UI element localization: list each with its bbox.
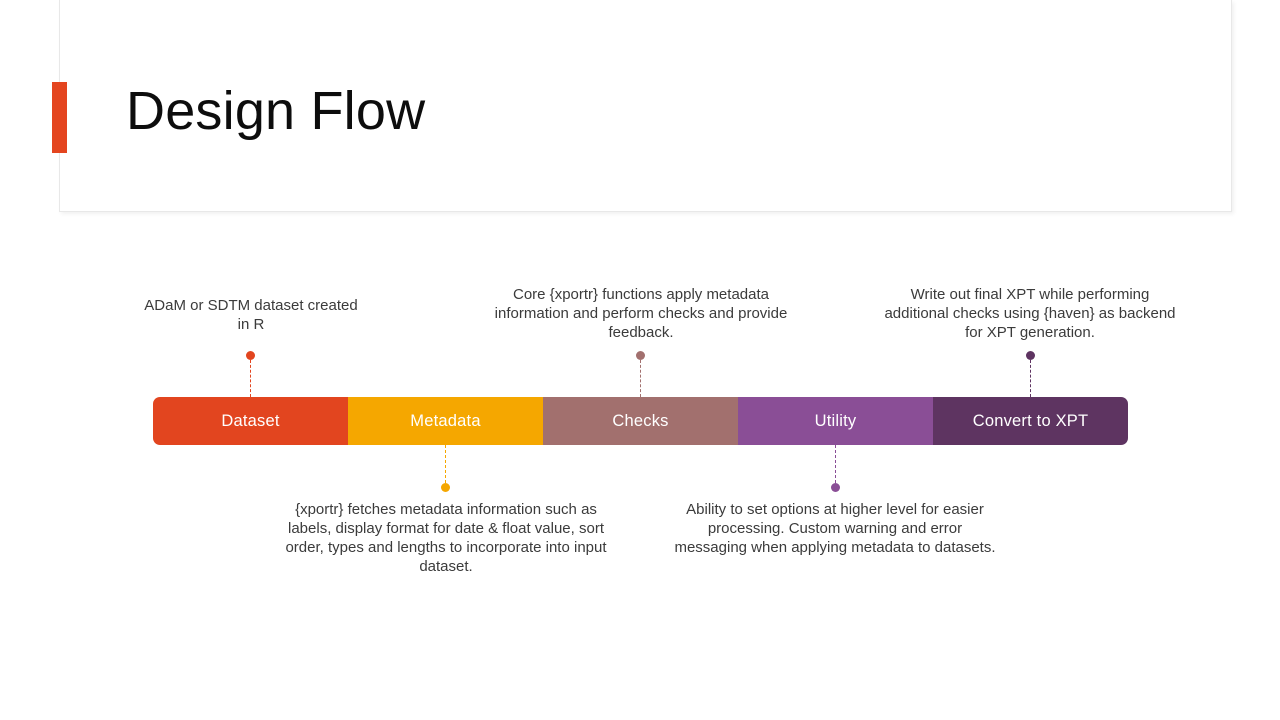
callout-convert: Write out final XPT while performing add… <box>884 286 1176 342</box>
connector-stem-dataset <box>250 360 251 397</box>
connector-dot-convert <box>1026 351 1035 360</box>
callout-metadata: {xportr} fetches metadata information su… <box>285 501 607 576</box>
connector-dataset <box>246 351 255 397</box>
connector-dot-metadata <box>441 483 450 492</box>
flow-segment-label: Utility <box>814 411 857 430</box>
flow-segment-label: Metadata <box>410 411 481 430</box>
connector-stem-checks <box>640 360 641 397</box>
connector-stem-convert <box>1030 360 1031 397</box>
connector-dot-utility <box>831 483 840 492</box>
flow-segment-dataset[interactable]: Dataset <box>153 397 348 445</box>
flow-segment-utility[interactable]: Utility <box>738 397 933 445</box>
connector-stem-utility <box>835 445 836 483</box>
connector-utility <box>831 445 840 492</box>
connector-dot-checks <box>636 351 645 360</box>
callout-utility: Ability to set options at higher level f… <box>674 501 996 557</box>
callout-dataset: ADaM or SDTM dataset created in R <box>144 297 358 334</box>
flow-segment-label: Convert to XPT <box>972 411 1089 430</box>
flow-segment-convert-to-xpt[interactable]: Convert to XPT <box>933 397 1128 445</box>
flow-segment-checks[interactable]: Checks <box>543 397 738 445</box>
page-title: Design Flow <box>126 81 426 141</box>
connector-stem-metadata <box>445 445 446 483</box>
connector-metadata <box>441 445 450 492</box>
flow-segment-metadata[interactable]: Metadata <box>348 397 543 445</box>
connector-checks <box>636 351 645 397</box>
connector-dot-dataset <box>246 351 255 360</box>
title-frame <box>59 0 1232 212</box>
connector-convert <box>1026 351 1035 397</box>
flow-segment-label: Checks <box>612 411 669 430</box>
design-flow-bar: Dataset Metadata Checks Utility Convert … <box>153 397 1128 445</box>
callout-checks: Core {xportr} functions apply metadata i… <box>494 286 788 342</box>
title-accent-bar <box>52 82 67 153</box>
flow-segment-label: Dataset <box>221 411 280 430</box>
